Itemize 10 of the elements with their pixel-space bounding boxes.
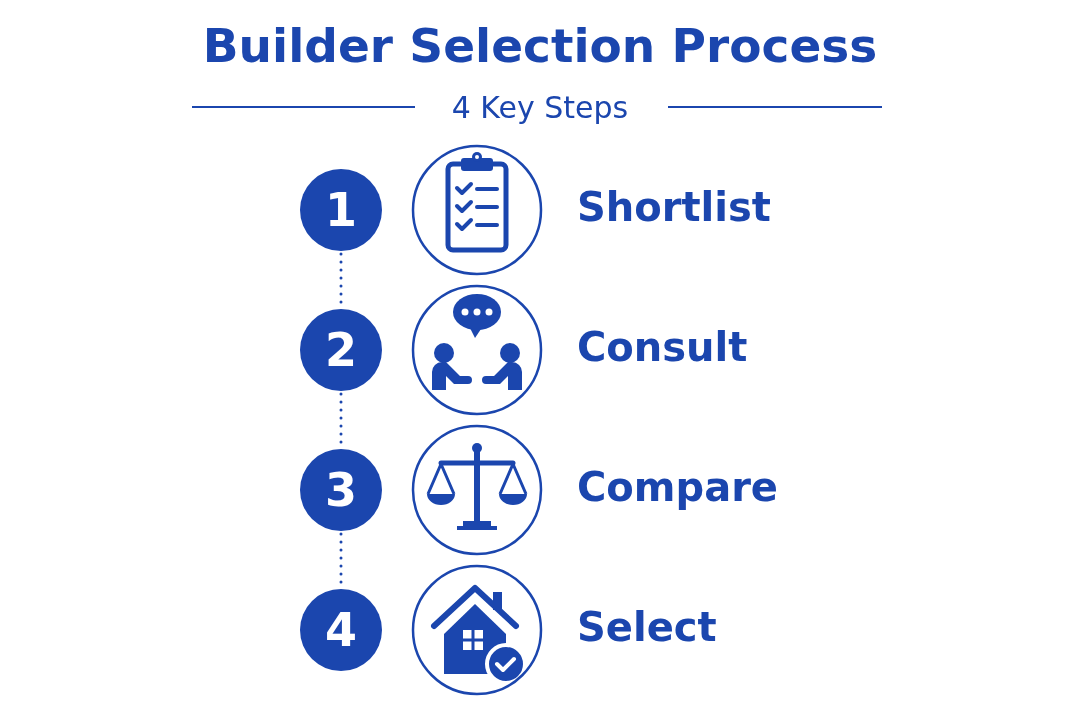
step-label: Select xyxy=(577,604,717,650)
step-label: Compare xyxy=(577,464,778,510)
title: Builder Selection Process xyxy=(201,18,879,73)
step-label: Consult xyxy=(577,324,748,370)
step-number-circle: 1 xyxy=(300,169,382,251)
step-label: Shortlist xyxy=(577,184,771,230)
step-number-circle: 2 xyxy=(300,309,382,391)
step-number-circle: 4 xyxy=(300,589,382,671)
step-number-circle: 3 xyxy=(300,449,382,531)
subtitle: 4 Key Steps xyxy=(451,90,629,125)
